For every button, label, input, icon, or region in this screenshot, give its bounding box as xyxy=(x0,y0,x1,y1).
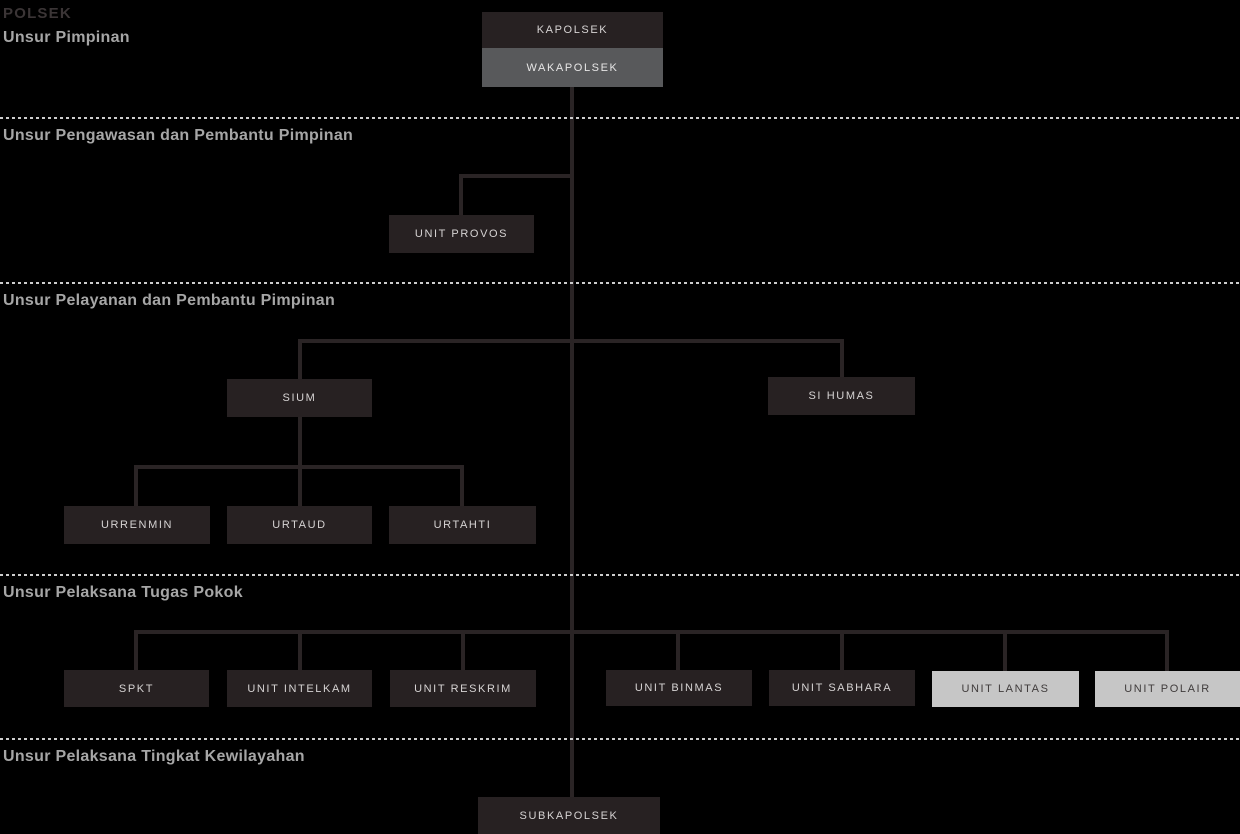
connector-urrenmin-drop xyxy=(134,465,138,506)
org-node-kapolsek: KAPOLSEK xyxy=(482,12,663,48)
org-node-unit-reskrim: UNIT RESKRIM xyxy=(390,670,536,707)
org-node-subkapolsek: SUBKAPOLSEK xyxy=(478,797,660,834)
connector-si-humas-drop xyxy=(840,339,844,378)
connector-sium-drop xyxy=(298,339,302,379)
org-node-unit-binmas: UNIT BINMAS xyxy=(606,670,752,706)
connector-spkt-drop xyxy=(134,630,138,670)
connector-urtahti-drop xyxy=(460,465,464,506)
section-label-unsur-pimpinan: Unsur Pimpinan xyxy=(3,29,130,46)
connector-trunk-vertical xyxy=(570,87,574,797)
connector-urtaud-drop xyxy=(298,465,302,506)
section-divider-2 xyxy=(0,282,1240,284)
connector-pokok-horizontal xyxy=(134,630,1169,634)
org-node-unit-polair: UNIT POLAIR xyxy=(1095,671,1240,707)
org-node-unit-sabhara: UNIT SABHARA xyxy=(769,670,915,706)
org-node-spkt: SPKT xyxy=(64,670,209,707)
connector-reskrim-drop xyxy=(461,630,465,670)
section-divider-4 xyxy=(0,738,1240,740)
connector-polair-drop xyxy=(1165,630,1169,671)
org-node-sium: SIUM xyxy=(227,379,372,417)
connector-binmas-drop xyxy=(676,630,680,670)
connector-provos-drop xyxy=(459,174,463,216)
connector-sabhara-drop xyxy=(840,630,844,670)
org-node-wakapolsek: WAKAPOLSEK xyxy=(482,48,663,87)
org-node-unit-provos: UNIT PROVOS xyxy=(389,215,534,253)
org-node-unit-intelkam: UNIT INTELKAM xyxy=(227,670,372,707)
connector-intelkam-drop xyxy=(298,630,302,670)
section-label-unsur-pelayanan: Unsur Pelayanan dan Pembantu Pimpinan xyxy=(3,292,336,309)
org-node-unit-lantas: UNIT LANTAS xyxy=(932,671,1079,707)
chart-title: POLSEK xyxy=(3,5,72,22)
section-label-unsur-pelaksana-kewilayahan: Unsur Pelaksana Tingkat Kewilayahan xyxy=(3,748,305,765)
section-label-unsur-pengawasan: Unsur Pengawasan dan Pembantu Pimpinan xyxy=(3,127,354,144)
section-divider-1 xyxy=(0,117,1240,119)
org-node-urtahti: URTAHTI xyxy=(389,506,536,544)
org-node-urrenmin: URRENMIN xyxy=(64,506,210,544)
section-label-unsur-pelaksana-tugas-pokok: Unsur Pelaksana Tugas Pokok xyxy=(3,584,243,601)
connector-provos-horizontal xyxy=(459,174,574,178)
connector-lantas-drop xyxy=(1003,630,1007,671)
section-divider-3 xyxy=(0,574,1240,576)
org-node-urtaud: URTAUD xyxy=(227,506,372,544)
org-node-si-humas: SI HUMAS xyxy=(768,377,915,415)
connector-pelayanan-horizontal xyxy=(298,339,844,343)
connector-sium-down xyxy=(298,417,302,467)
